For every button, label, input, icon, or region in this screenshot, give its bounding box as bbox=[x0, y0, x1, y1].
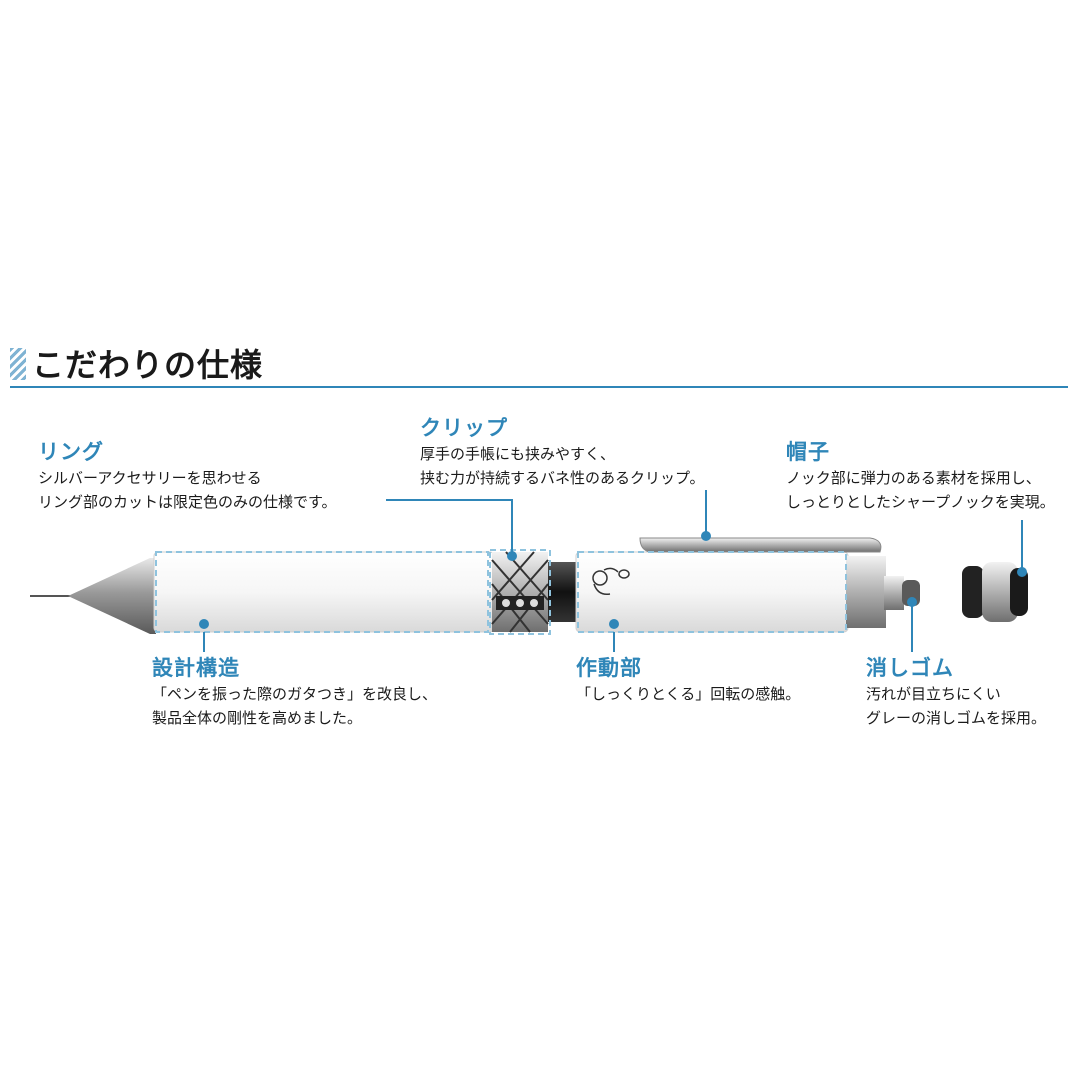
callout-line: 厚手の手帳にも挟みやすく、 bbox=[420, 445, 616, 463]
pen-black-collar bbox=[548, 562, 578, 622]
callout-design: 設計構造 「ペンを振った際のガタつき」を改良し、 製品全体の剛性を高めました。 bbox=[152, 652, 437, 730]
highlight-mechanism bbox=[577, 551, 847, 633]
callout-clip: クリップ 厚手の手帳にも挟みやすく、 挟む力が持続するバネ性のあるクリップ。 bbox=[420, 412, 705, 490]
callout-line: グレーの消しゴムを採用。 bbox=[866, 709, 1047, 727]
callout-line: 「ペンを振った際のガタつき」を改良し、 bbox=[152, 685, 438, 703]
callout-line: ノック部に弾力のある素材を採用し、 bbox=[786, 469, 1041, 487]
pen-tip bbox=[30, 558, 156, 634]
character-engraving bbox=[592, 567, 630, 596]
callout-title: 設計構造 bbox=[152, 656, 240, 680]
callout-cap: 帽子 ノック部に弾力のある素材を採用し、 しっとりとしたシャープノックを実現。 bbox=[786, 436, 1055, 514]
callout-eraser: 消しゴム 汚れが目立ちにくい グレーの消しゴムを採用。 bbox=[866, 652, 1046, 730]
callout-line: シルバーアクセサリーを思わせる bbox=[38, 469, 262, 487]
callout-line: しっとりとしたシャープノックを実現。 bbox=[786, 493, 1055, 511]
callout-leader-lines bbox=[203, 490, 1023, 652]
callout-line: 汚れが目立ちにくい bbox=[866, 685, 1001, 703]
callout-line: リング部のカットは限定色のみの仕様です。 bbox=[38, 493, 337, 511]
callout-line: 製品全体の剛性を高めました。 bbox=[152, 709, 363, 727]
callout-line: 「しっくりとくる」回転の感触。 bbox=[576, 685, 801, 703]
heading-accent-bar bbox=[10, 348, 26, 380]
callout-title: リング bbox=[38, 440, 104, 464]
callout-dots bbox=[199, 531, 1027, 629]
pen-knock-sleeve bbox=[846, 556, 886, 628]
heading-divider bbox=[10, 386, 1068, 388]
pen-ring bbox=[491, 551, 549, 633]
callout-mechanism: 作動部 「しっくりとくる」回転の感触。 bbox=[576, 652, 800, 706]
highlight-ring bbox=[489, 549, 551, 635]
pen-cap-part bbox=[962, 562, 1028, 622]
highlight-design bbox=[155, 551, 489, 633]
callout-title: 消しゴム bbox=[866, 656, 954, 680]
pen-clip bbox=[639, 537, 882, 553]
callout-title: 作動部 bbox=[576, 656, 642, 680]
callout-title: 帽子 bbox=[786, 440, 830, 464]
callout-line: 挟む力が持続するバネ性のあるクリップ。 bbox=[420, 469, 705, 487]
callout-ring: リング シルバーアクセサリーを思わせる リング部のカットは限定色のみの仕様です。 bbox=[38, 436, 337, 514]
page-title: こだわりの仕様 bbox=[32, 346, 264, 384]
callout-title: クリップ bbox=[420, 416, 508, 440]
